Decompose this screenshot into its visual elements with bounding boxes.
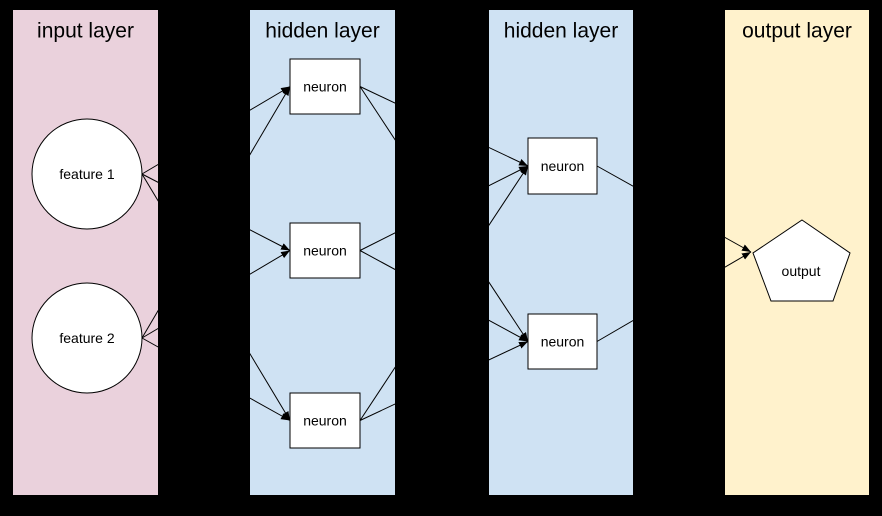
- input-layer-title: input layer: [37, 20, 134, 43]
- node-hidden2-neuron-1: [527, 137, 598, 195]
- node-hidden2-neuron-2: [527, 313, 598, 370]
- node-output-label: output: [782, 263, 821, 279]
- edge-feature2-h1n1: [141, 86, 291, 339]
- node-hidden2-neuron-1-label: neuron: [541, 158, 585, 174]
- node-feature-1-label: feature 1: [59, 166, 114, 182]
- edge-h1n1-h2n2: [359, 86, 529, 342]
- hidden-layer-2-column: [489, 10, 633, 495]
- hidden-layer-2-title: hidden layer: [504, 20, 618, 43]
- edge-h1n2-h2n1: [359, 165, 529, 251]
- edge-h1n2-h2n2: [359, 250, 529, 342]
- node-hidden1-neuron-3: [289, 392, 361, 449]
- edge-h1n3-h2n1: [359, 165, 529, 421]
- node-hidden1-neuron-1-label: neuron: [303, 79, 347, 95]
- edge-h1n1-h2n1: [359, 86, 529, 167]
- output-layer-title: output layer: [742, 20, 852, 43]
- node-feature-2: [31, 282, 143, 394]
- edge-h1n3-h2n2: [359, 341, 529, 421]
- node-hidden1-neuron-2-label: neuron: [303, 243, 347, 259]
- node-feature-2-label: feature 2: [59, 330, 114, 346]
- edge-h2n1-out1: [596, 165, 752, 253]
- edge-feature1-h1n3: [141, 173, 291, 421]
- edge-feature2-h1n2: [141, 250, 291, 339]
- node-hidden1-neuron-1: [289, 58, 361, 115]
- edge-h2n2-out1: [596, 251, 752, 342]
- node-hidden1-neuron-2: [289, 222, 361, 279]
- edge-feature2-h1n3: [141, 337, 291, 421]
- input-layer-column: [13, 10, 158, 495]
- node-feature-1: [31, 118, 143, 230]
- edge-feature1-h1n1: [141, 86, 291, 175]
- edges-group: [141, 86, 752, 421]
- hidden-layer-1-title: hidden layer: [265, 20, 379, 43]
- node-output: [752, 219, 851, 302]
- node-hidden1-neuron-3-label: neuron: [303, 413, 347, 429]
- node-hidden2-neuron-2-label: neuron: [541, 334, 585, 350]
